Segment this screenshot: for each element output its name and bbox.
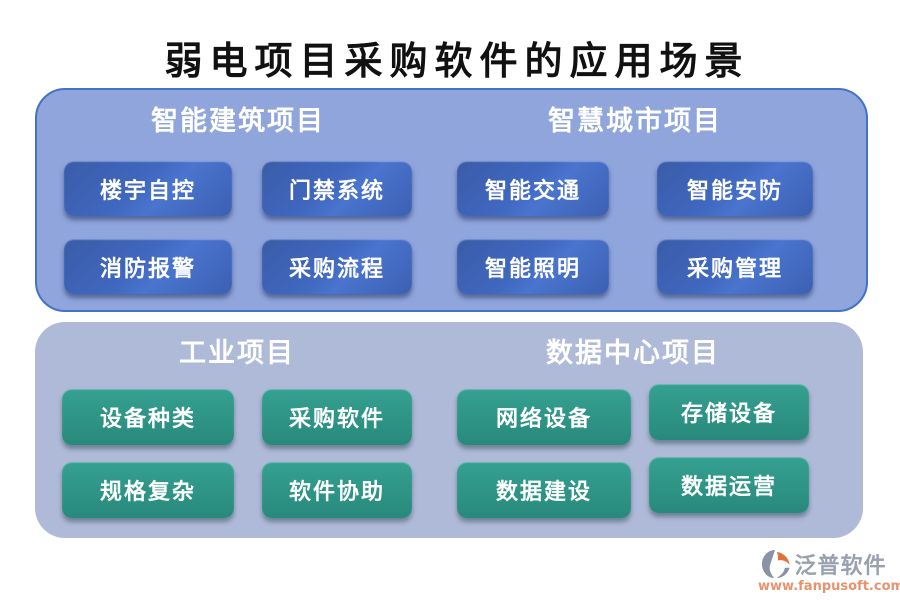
brand-url: www.fanpusoft.com (758, 579, 900, 594)
chip-complex-specs: 规格复杂 (62, 462, 234, 518)
brand-footer: 泛普软件 www.fanpusoft.com (758, 548, 900, 594)
fanpu-logo-icon (761, 548, 791, 580)
group-title-intelligent-building: 智能建筑项目 (151, 106, 325, 137)
group-industrial: 工业项目 设备种类 采购软件 规格复杂 软件协助 (62, 336, 412, 538)
chip-data-construction: 数据建设 (457, 462, 631, 518)
group-title-industrial: 工业项目 (179, 338, 295, 369)
chip-data-operations: 数据运营 (649, 457, 809, 513)
brand-name: 泛普软件 (794, 553, 887, 579)
chip-software-assist: 软件协助 (262, 462, 412, 518)
chip-grid-industrial: 设备种类 采购软件 规格复杂 软件协助 (62, 389, 412, 518)
chip-grid-smart-city: 智能交通 智能安防 智能照明 采购管理 (457, 161, 813, 294)
chip-network-equipment: 网络设备 (457, 389, 631, 445)
chip-fire-alarm: 消防报警 (64, 239, 232, 294)
group-smart-city: 智慧城市项目 智能交通 智能安防 智能照明 采购管理 (457, 104, 813, 310)
chip-grid-intelligent-building: 楼宇自控 门禁系统 消防报警 采购流程 (64, 161, 412, 294)
chip-building-automation: 楼宇自控 (64, 161, 232, 216)
panel-industry-datacenter: 工业项目 设备种类 采购软件 规格复杂 软件协助 数据中心项目 网络设备 存储设… (35, 322, 863, 538)
group-title-data-center: 数据中心项目 (546, 338, 720, 369)
group-intelligent-building: 智能建筑项目 楼宇自控 门禁系统 消防报警 采购流程 (64, 104, 412, 310)
group-title-smart-city: 智慧城市项目 (548, 106, 722, 137)
chip-procurement-process: 采购流程 (262, 239, 412, 294)
chip-procurement-software: 采购软件 (262, 389, 412, 445)
chip-procurement-management: 采购管理 (657, 239, 813, 294)
brand-row: 泛普软件 (758, 548, 890, 580)
chip-access-control: 门禁系统 (262, 161, 412, 216)
chip-smart-security: 智能安防 (657, 161, 813, 216)
chip-grid-data-center: 网络设备 存储设备 数据建设 数据运营 (457, 384, 809, 518)
chip-smart-lighting: 智能照明 (457, 239, 609, 294)
chip-smart-traffic: 智能交通 (457, 161, 609, 216)
page-title: 弱电项目采购软件的应用场景 (164, 38, 750, 83)
group-data-center: 数据中心项目 网络设备 存储设备 数据建设 数据运营 (457, 336, 809, 538)
chip-equipment-types: 设备种类 (62, 389, 234, 445)
panel-smart-building-city: 智能建筑项目 楼宇自控 门禁系统 消防报警 采购流程 智慧城市项目 智能交通 智… (35, 88, 868, 312)
chip-storage-equipment: 存储设备 (649, 384, 809, 440)
